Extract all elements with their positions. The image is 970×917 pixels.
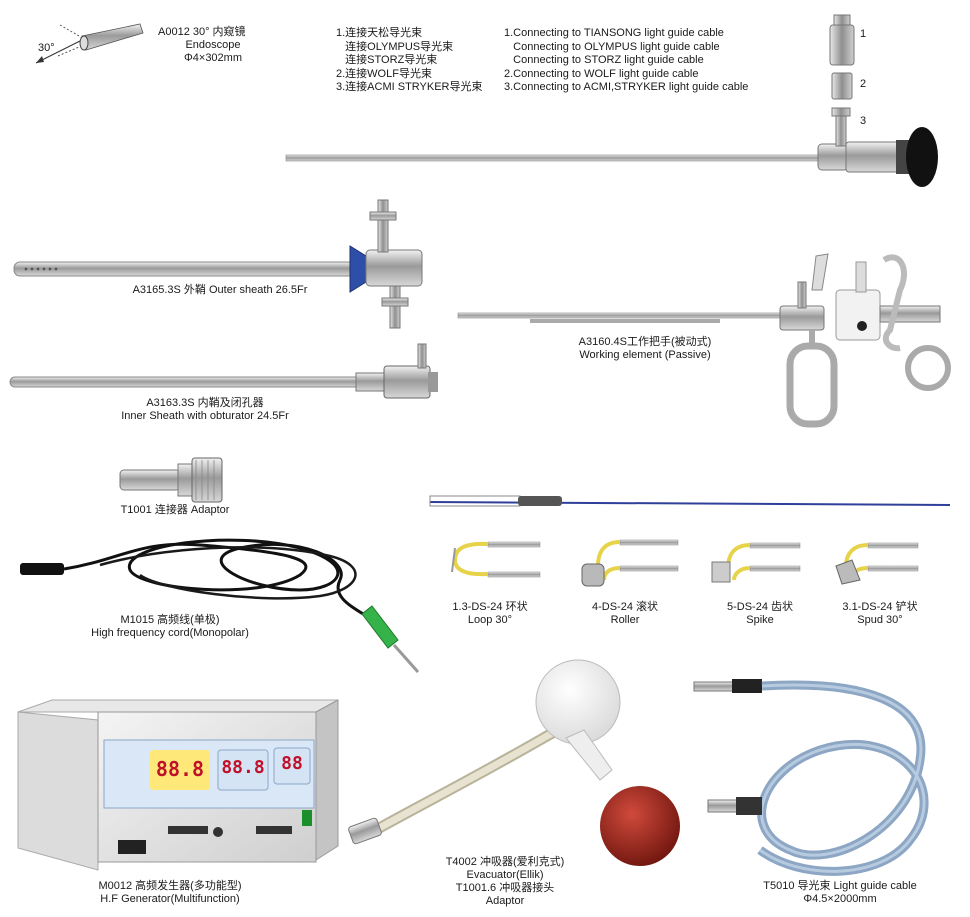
light-cable-size: Φ4.5×2000mm [803,893,877,905]
connection-cn-2: 连接OLYMPUS导光束 [336,40,454,53]
electrode-spud-code: 3.1-DS-24 铲状 [842,601,918,613]
generator-display-cut: 88.8 [155,757,205,781]
electrode-loop-name: Loop 30° [467,614,513,626]
endoscope-name: Endoscope [185,39,241,51]
light-cable-code: T5010 导光束 Light guide cable [763,880,917,892]
electrode-spike-name: Spike [746,614,774,626]
generator-code: M0012 高频发生器(多功能型) [98,880,242,892]
connection-cn-4: 2.连接WOLF导光束 [336,67,432,80]
monopolar-cord [20,538,420,673]
electrode-roller-code: 4-DS-24 滚状 [591,601,659,613]
connection-en-1: 1.Connecting to TIANSONG light guide cab… [504,27,724,39]
adaptor-label: T1001 连接器 Adaptor [120,504,230,516]
electrode-spike-code: 5-DS-24 齿状 [726,601,794,613]
connection-en-4: 2.Connecting to WOLF light guide cable [504,67,699,80]
inner-sheath [9,343,438,399]
endoscope-code: A0012 30° 内窥镜 [158,26,246,38]
adapter-number-2: 2 [860,78,867,90]
evacuator-name: Evacuator(Ellik) [466,869,544,881]
connection-en-3: Connecting to STORZ light guide cable [504,54,704,66]
connection-en-2: Connecting to OLYMPUS light guide cable [504,40,720,53]
evacuator-code: T4002 冲吸器(爱利克式) [445,856,565,868]
electrode-roller-name: Roller [610,614,640,626]
endoscope [285,107,938,187]
electrode-spud-name: Spud 30° [857,614,903,626]
cord-code: M1015 高频线(单极) [120,614,220,626]
evacuator-adaptor-code: T1001.6 冲吸器接头 [455,882,555,894]
generator-display-bipolar: 88 [281,753,303,774]
generator-name: H.F Generator(Multifunction) [100,893,240,905]
connection-cn-3: 连接STORZ导光束 [336,54,438,66]
connections-english: 1.Connecting to TIANSONG light guide cab… [504,27,748,95]
inner-sheath-name: Inner Sheath with obturator 24.5Fr [121,410,289,422]
connection-cn-5: 3.连接ACMI STRYKER导光束 [336,81,483,93]
working-element-name: Working element (Passive) [579,349,711,361]
connection-cn-1: 1.连接天松导光束 [336,27,423,39]
connection-en-5: 3.Connecting to ACMI,STRYKER light guide… [504,81,749,93]
hf-generator [17,699,339,871]
endoscope-tip-diagram [35,23,144,64]
electrode-roller [581,539,679,587]
adapter-number-1: 1 [860,28,867,40]
evacuator [348,659,680,866]
electrode-assembly [429,495,951,507]
generator-display-coag: 88.8 [221,757,265,778]
endoscope-angle-label: 30° [38,42,55,54]
cable-adapter-1 [829,14,855,66]
working-element [457,253,951,428]
electrode-spike [711,542,801,583]
endoscope-size: Φ4×302mm [184,52,242,64]
working-element-code: A3160.4S工作把手(被动式) [578,336,712,348]
light-guide-cable [693,679,929,876]
cable-adapter-2 [831,72,853,100]
adaptor-connector [119,457,223,503]
cord-name: High frequency cord(Monopolar) [91,627,249,639]
adapter-number-3: 3 [860,115,867,127]
electrode-loop-code: 1.3-DS-24 环状 [452,601,528,613]
connections-chinese: 1.连接天松导光束 连接OLYMPUS导光束 连接STORZ导光束 2.连接WO… [336,27,483,95]
outer-sheath [13,199,423,329]
outer-sheath-label: A3165.3S 外鞘 Outer sheath 26.5Fr [132,284,308,296]
electrode-spud [835,542,919,585]
inner-sheath-code: A3163.3S 内鞘及闭孔器 [146,397,264,409]
evacuator-adaptor-name: Adaptor [485,895,525,907]
electrode-loop [451,541,541,578]
